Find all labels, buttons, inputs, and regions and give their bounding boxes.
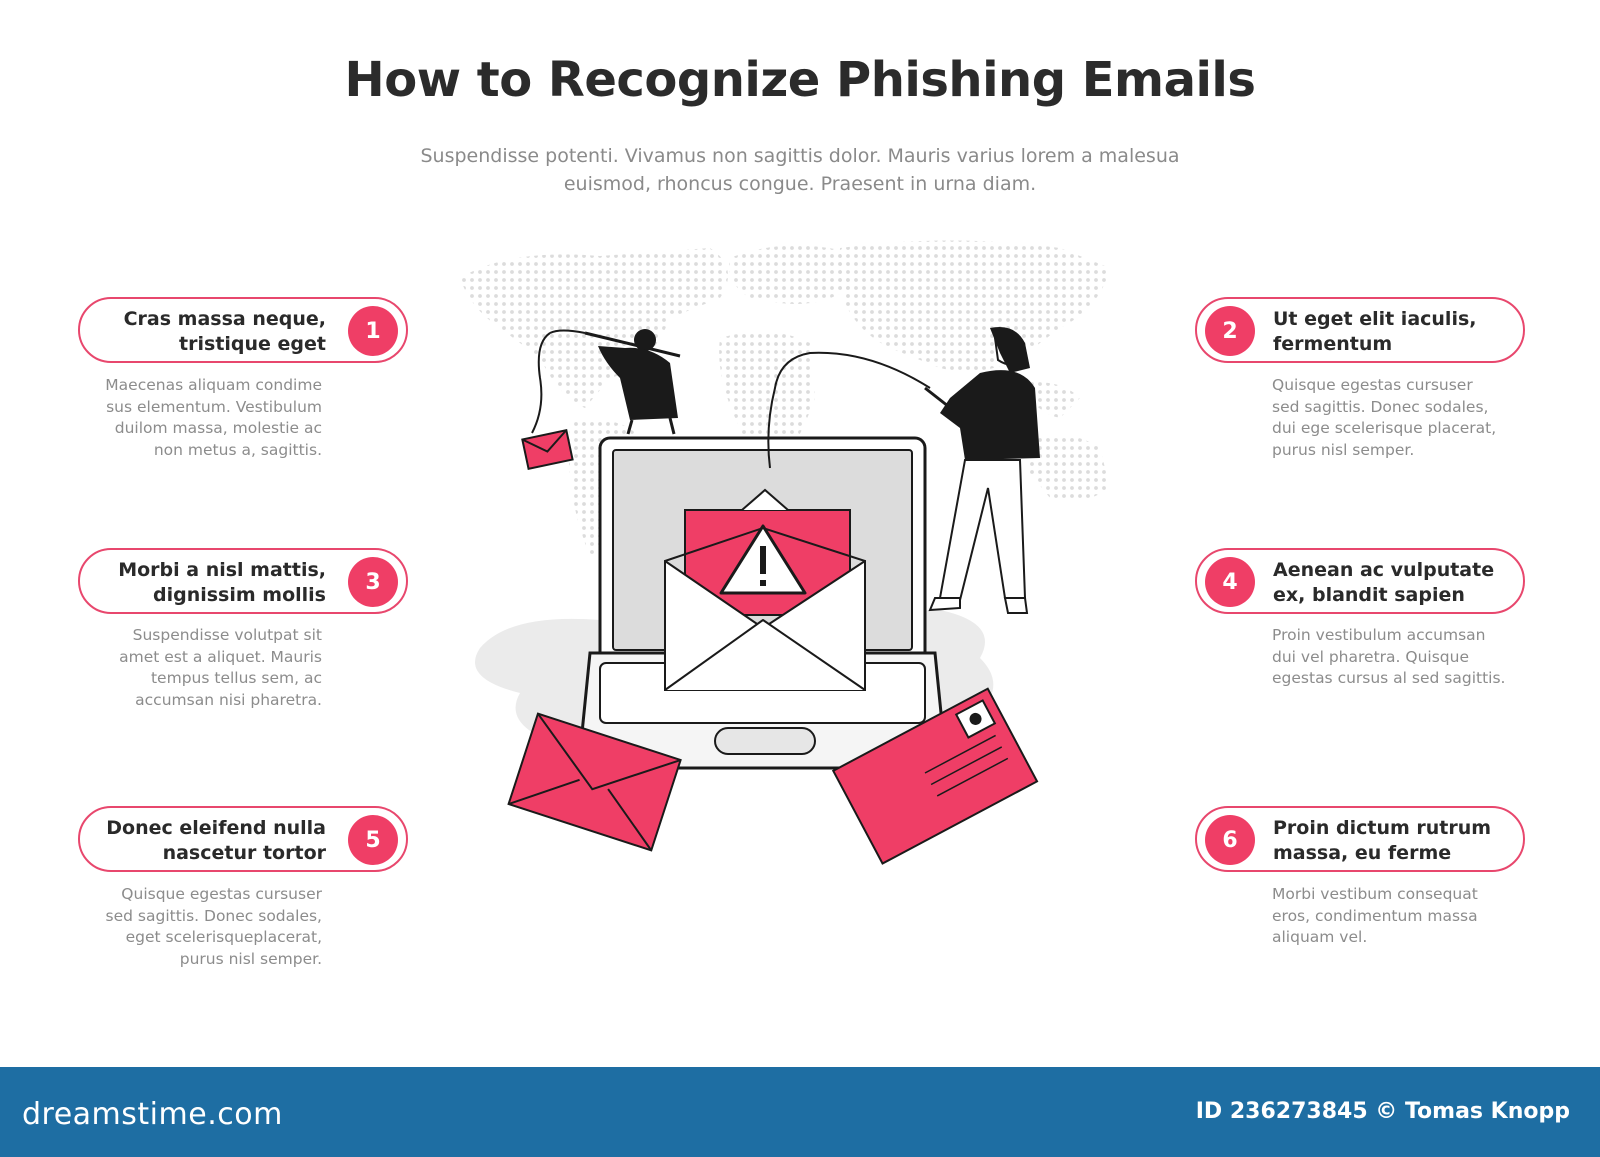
step-1-number-badge: 1 (348, 306, 398, 356)
footer-logo: dreamstime.com (22, 1097, 283, 1132)
step-3-number-badge: 3 (348, 557, 398, 607)
floor-envelope-icon (507, 712, 682, 852)
step-4-description: Proin vestibulum accumsan dui vel pharet… (1272, 626, 1506, 687)
step-3-description: Suspendisse volutpat sit amet est a aliq… (119, 626, 322, 709)
page-title: How to Recognize Phishing Emails (344, 52, 1256, 108)
step-5-pill: Donec eleifend nulla nascetur tortor 5 (78, 806, 408, 872)
page-subtitle: Suspendisse potenti. Vivamus non sagitti… (420, 145, 1180, 195)
step-1-pill: Cras massa neque, tristique eget 1 (78, 297, 408, 363)
step-1-description: Maecenas aliquam condime sus elementum. … (105, 376, 322, 459)
step-4-pill: 4 Aenean ac vulputate ex, blandit sapien (1195, 548, 1525, 614)
step-6-heading: Proin dictum rutrum massa, eu ferme (1273, 817, 1492, 864)
fisherman-right-figure (924, 327, 1040, 614)
step-5-number-badge: 5 (348, 815, 398, 865)
step-6-description: Morbi vestibum consequat eros, condiment… (1272, 885, 1478, 946)
step-2-heading: Ut eget elit iaculis, fermentum (1273, 308, 1477, 355)
step-1-heading: Cras massa neque, tristique eget (123, 308, 326, 355)
footer-credit: ID 236273845 © Tomas Knopp (1195, 1099, 1570, 1124)
step-3-heading: Morbi a nisl mattis, dignissim mollis (118, 559, 326, 606)
step-4-heading: Aenean ac vulputate ex, blandit sapien (1273, 559, 1495, 606)
step-3-pill: Morbi a nisl mattis, dignissim mollis 3 (78, 548, 408, 614)
step-6-number-badge: 6 (1205, 815, 1255, 865)
step-2-number-badge: 2 (1205, 306, 1255, 356)
step-6-pill: 6 Proin dictum rutrum massa, eu ferme (1195, 806, 1525, 872)
fisherman-left-figure (584, 329, 681, 435)
step-4-number-badge: 4 (1205, 557, 1255, 607)
hooked-envelope-icon (521, 428, 574, 471)
step-5-description: Quisque egestas cursuser sed sagittis. D… (105, 885, 322, 968)
step-2-pill: 2 Ut eget elit iaculis, fermentum (1195, 297, 1525, 363)
warning-envelope (664, 488, 866, 691)
footer-bar: dreamstime.com ID 236273845 © Tomas Knop… (0, 1067, 1600, 1157)
floor-postcard-icon (831, 687, 1039, 865)
step-2-description: Quisque egestas cursuser sed sagittis. D… (1272, 376, 1497, 459)
step-5-heading: Donec eleifend nulla nascetur tortor (106, 817, 326, 864)
phishing-illustration (460, 240, 1110, 865)
